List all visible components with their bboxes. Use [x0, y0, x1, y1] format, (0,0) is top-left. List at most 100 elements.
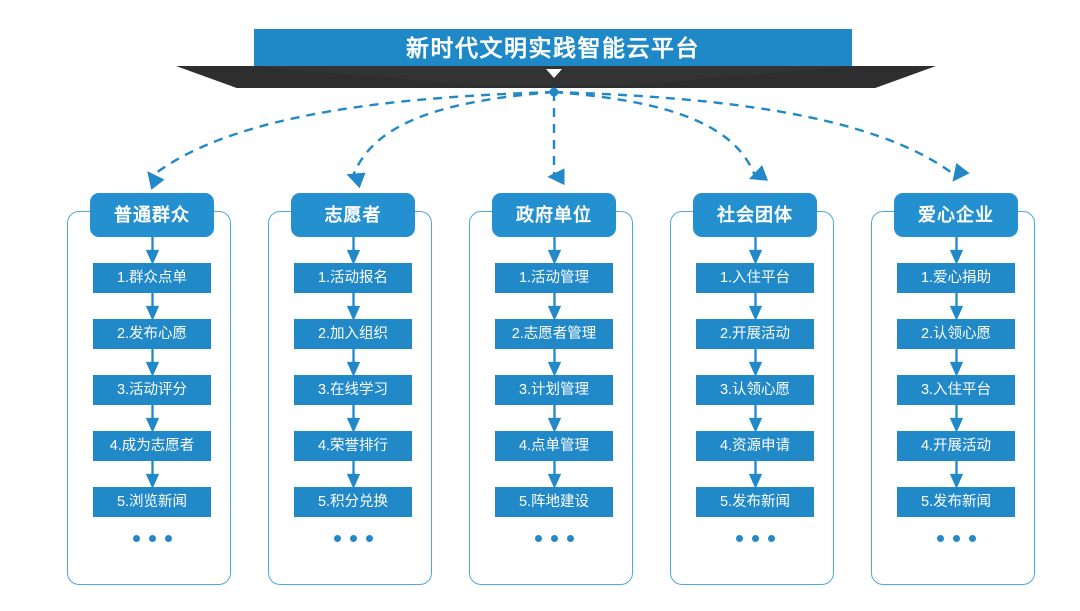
list-item[interactable]: 4.开展活动 — [897, 431, 1015, 461]
column-item-list: 1.爱心捐助 2.认领心愿 3.入住平台 4.开展活动 5.发布新闻 — [868, 237, 1044, 542]
dot — [534, 535, 542, 542]
dot — [550, 535, 558, 542]
list-item-label: 1.入住平台 — [719, 269, 791, 286]
list-item[interactable]: 3.入住平台 — [897, 375, 1015, 405]
platform-banner: 新时代文明实践智能云平台 — [254, 29, 852, 67]
arrow-down-icon — [145, 349, 159, 375]
arrow-down-icon — [748, 461, 762, 487]
list-item[interactable]: 2.发布心愿 — [93, 319, 211, 349]
arrow-down-icon — [346, 349, 360, 375]
list-item[interactable]: 1.群众点单 — [93, 263, 211, 293]
list-item-label: 1.活动报名 — [317, 269, 389, 286]
list-item-label: 1.群众点单 — [116, 269, 188, 286]
list-item[interactable]: 4.荣誉排行 — [294, 431, 412, 461]
arrow-down-icon — [547, 293, 561, 319]
column-item-list: 1.活动报名 2.加入组织 3.在线学习 4.荣誉排行 5.积分兑换 — [265, 237, 441, 542]
arrow-down-icon — [145, 237, 159, 263]
list-item-label: 3.认领心愿 — [719, 381, 791, 398]
list-item[interactable]: 3.活动评分 — [93, 375, 211, 405]
list-item[interactable]: 1.活动报名 — [294, 263, 412, 293]
list-item[interactable]: 1.活动管理 — [495, 263, 613, 293]
list-item[interactable]: 5.阵地建设 — [495, 487, 613, 517]
more-items-ellipsis — [333, 535, 373, 542]
platform-title: 新时代文明实践智能云平台 — [406, 34, 700, 61]
list-item-label: 4.资源申请 — [719, 437, 791, 454]
list-item[interactable]: 5.浏览新闻 — [93, 487, 211, 517]
dot — [952, 535, 960, 542]
list-item-label: 5.浏览新闻 — [116, 493, 188, 510]
list-item-label: 3.入住平台 — [920, 381, 992, 398]
column-header-label: 志愿者 — [324, 205, 382, 225]
arrow-down-icon — [949, 405, 963, 431]
list-item[interactable]: 5.发布新闻 — [696, 487, 814, 517]
arrow-down-icon — [547, 405, 561, 431]
list-item[interactable]: 2.开展活动 — [696, 319, 814, 349]
list-item[interactable]: 3.在线学习 — [294, 375, 412, 405]
list-item-label: 2.志愿者管理 — [511, 325, 597, 342]
list-item[interactable]: 2.志愿者管理 — [495, 319, 613, 349]
dot — [735, 535, 743, 542]
arrow-down-icon — [748, 349, 762, 375]
dot — [968, 535, 976, 542]
dot — [148, 535, 156, 542]
dot — [936, 535, 944, 542]
column-header-label: 普通群众 — [114, 205, 190, 225]
arrow-down-icon — [547, 349, 561, 375]
list-item-label: 2.开展活动 — [719, 325, 791, 342]
connector-to-column-1 — [147, 90, 555, 190]
arrow-down-icon — [547, 461, 561, 487]
column-header-volunteer[interactable]: 志愿者 — [291, 193, 415, 237]
list-item[interactable]: 4.点单管理 — [495, 431, 613, 461]
list-item[interactable]: 3.认领心愿 — [696, 375, 814, 405]
list-item[interactable]: 5.积分兑换 — [294, 487, 412, 517]
dot — [349, 535, 357, 542]
list-item[interactable]: 1.爱心捐助 — [897, 263, 1015, 293]
column-item-list: 1.群众点单 2.发布心愿 3.活动评分 4.成为志愿者 5.浏览新闻 — [64, 237, 240, 542]
connector-to-column-5 — [553, 90, 970, 182]
dot — [333, 535, 341, 542]
arrow-down-icon — [748, 405, 762, 431]
column-header-enterprise[interactable]: 爱心企业 — [894, 193, 1018, 237]
list-item-label: 5.积分兑换 — [317, 493, 389, 510]
list-item-label: 4.点单管理 — [518, 437, 590, 454]
more-items-ellipsis — [735, 535, 775, 542]
connector-origin-node — [549, 87, 559, 97]
list-item-label: 5.阵地建设 — [518, 493, 590, 510]
list-item-label: 2.发布心愿 — [116, 325, 188, 342]
column-item-list: 1.入住平台 2.开展活动 3.认领心愿 4.资源申请 5.发布新闻 — [667, 237, 843, 542]
more-items-ellipsis — [534, 535, 574, 542]
arrow-down-icon — [949, 237, 963, 263]
list-item-label: 4.荣誉排行 — [317, 437, 389, 454]
chevron-down-icon — [546, 69, 562, 78]
dot — [365, 535, 373, 542]
column-header-public[interactable]: 普通群众 — [90, 193, 214, 237]
arrow-down-icon — [346, 293, 360, 319]
arrow-down-icon — [145, 405, 159, 431]
arrow-down-icon — [949, 349, 963, 375]
list-item-label: 4.成为志愿者 — [109, 437, 195, 454]
list-item[interactable]: 4.资源申请 — [696, 431, 814, 461]
dot — [751, 535, 759, 542]
list-item[interactable]: 5.发布新闻 — [897, 487, 1015, 517]
arrow-down-icon — [346, 237, 360, 263]
list-item-label: 1.活动管理 — [518, 269, 590, 286]
dot — [164, 535, 172, 542]
list-item[interactable]: 4.成为志愿者 — [93, 431, 211, 461]
column-header-label: 社会团体 — [717, 205, 793, 225]
arrow-down-icon — [145, 293, 159, 319]
column-header-label: 政府单位 — [516, 205, 592, 225]
column-header-social-group[interactable]: 社会团体 — [693, 193, 817, 237]
column-header-government[interactable]: 政府单位 — [492, 193, 616, 237]
arrow-down-icon — [547, 237, 561, 263]
list-item[interactable]: 3.计划管理 — [495, 375, 613, 405]
list-item[interactable]: 2.认领心愿 — [897, 319, 1015, 349]
list-item[interactable]: 1.入住平台 — [696, 263, 814, 293]
arrow-down-icon — [346, 461, 360, 487]
arrow-down-icon — [748, 293, 762, 319]
dot — [132, 535, 140, 542]
list-item-label: 5.发布新闻 — [920, 493, 992, 510]
list-item-label: 1.爱心捐助 — [920, 269, 992, 286]
connector-to-column-2 — [346, 90, 555, 189]
list-item[interactable]: 2.加入组织 — [294, 319, 412, 349]
